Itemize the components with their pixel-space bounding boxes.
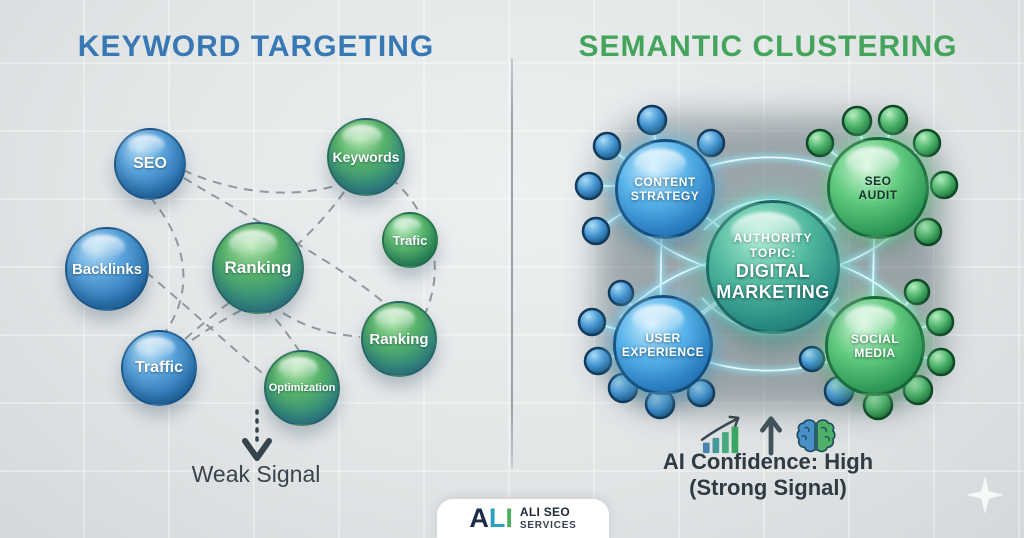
bubble-label: Optimization [268,382,336,394]
bubble-trafic: Trafic [382,212,438,268]
bubble-label: Ranking [224,258,292,277]
weak-signal-label: Weak Signal [191,461,321,487]
bubble-label: Backlinks [71,260,143,278]
satellite-nodes [574,104,959,421]
hub-label: USER EXPERIENCE [621,330,705,359]
bubble-label: Trafic [392,232,428,248]
confidence-icons [512,414,1024,456]
hub-social-media: SOCIAL MEDIA [825,296,925,396]
confidence-line2: (Strong Signal) [689,475,847,501]
weak-signal-arrow [242,409,272,461]
logo-name: ALI SEO SERVICES [519,505,577,531]
hub-label: AUTHORITY TOPIC: DIGITAL MARKETING [716,231,830,302]
hub-label: SEO AUDIT [858,173,898,202]
logo-mark: ALI [469,503,513,533]
ali-seo-logo: ALI ALI SEO SERVICES [437,499,609,538]
hub-authority-topic: AUTHORITY TOPIC: DIGITAL MARKETING [706,200,840,334]
bubble-seo: SEO [114,128,186,200]
brain-icon [796,419,836,453]
left-panel-title: KEYWORD TARGETING [77,30,435,63]
bubble-ranking-right: Ranking [361,301,437,377]
bubble-label: Ranking [369,330,429,348]
hub-user-experience: USER EXPERIENCE [613,295,713,395]
bubble-optimization: Optimization [264,350,340,426]
bubble-traffic: Traffic [121,330,197,406]
bubble-backlinks: Backlinks [65,227,149,311]
hub-content-strategy: CONTENT STRATEGY [615,139,715,239]
bubble-label: SEO [133,155,167,172]
bubble-label: Traffic [134,359,183,376]
keyword-dashed-connections [145,169,436,377]
hub-label: CONTENT STRATEGY [630,174,700,203]
hub-seo-audit: SEO AUDIT [827,137,929,239]
panel-divider [511,58,513,468]
bubble-ranking-center: Ranking [212,222,304,314]
hub-label: SOCIAL MEDIA [850,331,900,360]
bubble-keywords: Keywords [327,118,405,196]
confidence-line1: AI Confidence: High [662,449,874,474]
up-arrow-icon [760,416,782,456]
right-panel-title: SEMANTIC CLUSTERING [578,30,958,63]
confidence-label: AI Confidence: High (Strong Signal) [512,449,1024,502]
bubble-label: Keywords [332,149,400,165]
growth-chart-icon [700,415,740,454]
